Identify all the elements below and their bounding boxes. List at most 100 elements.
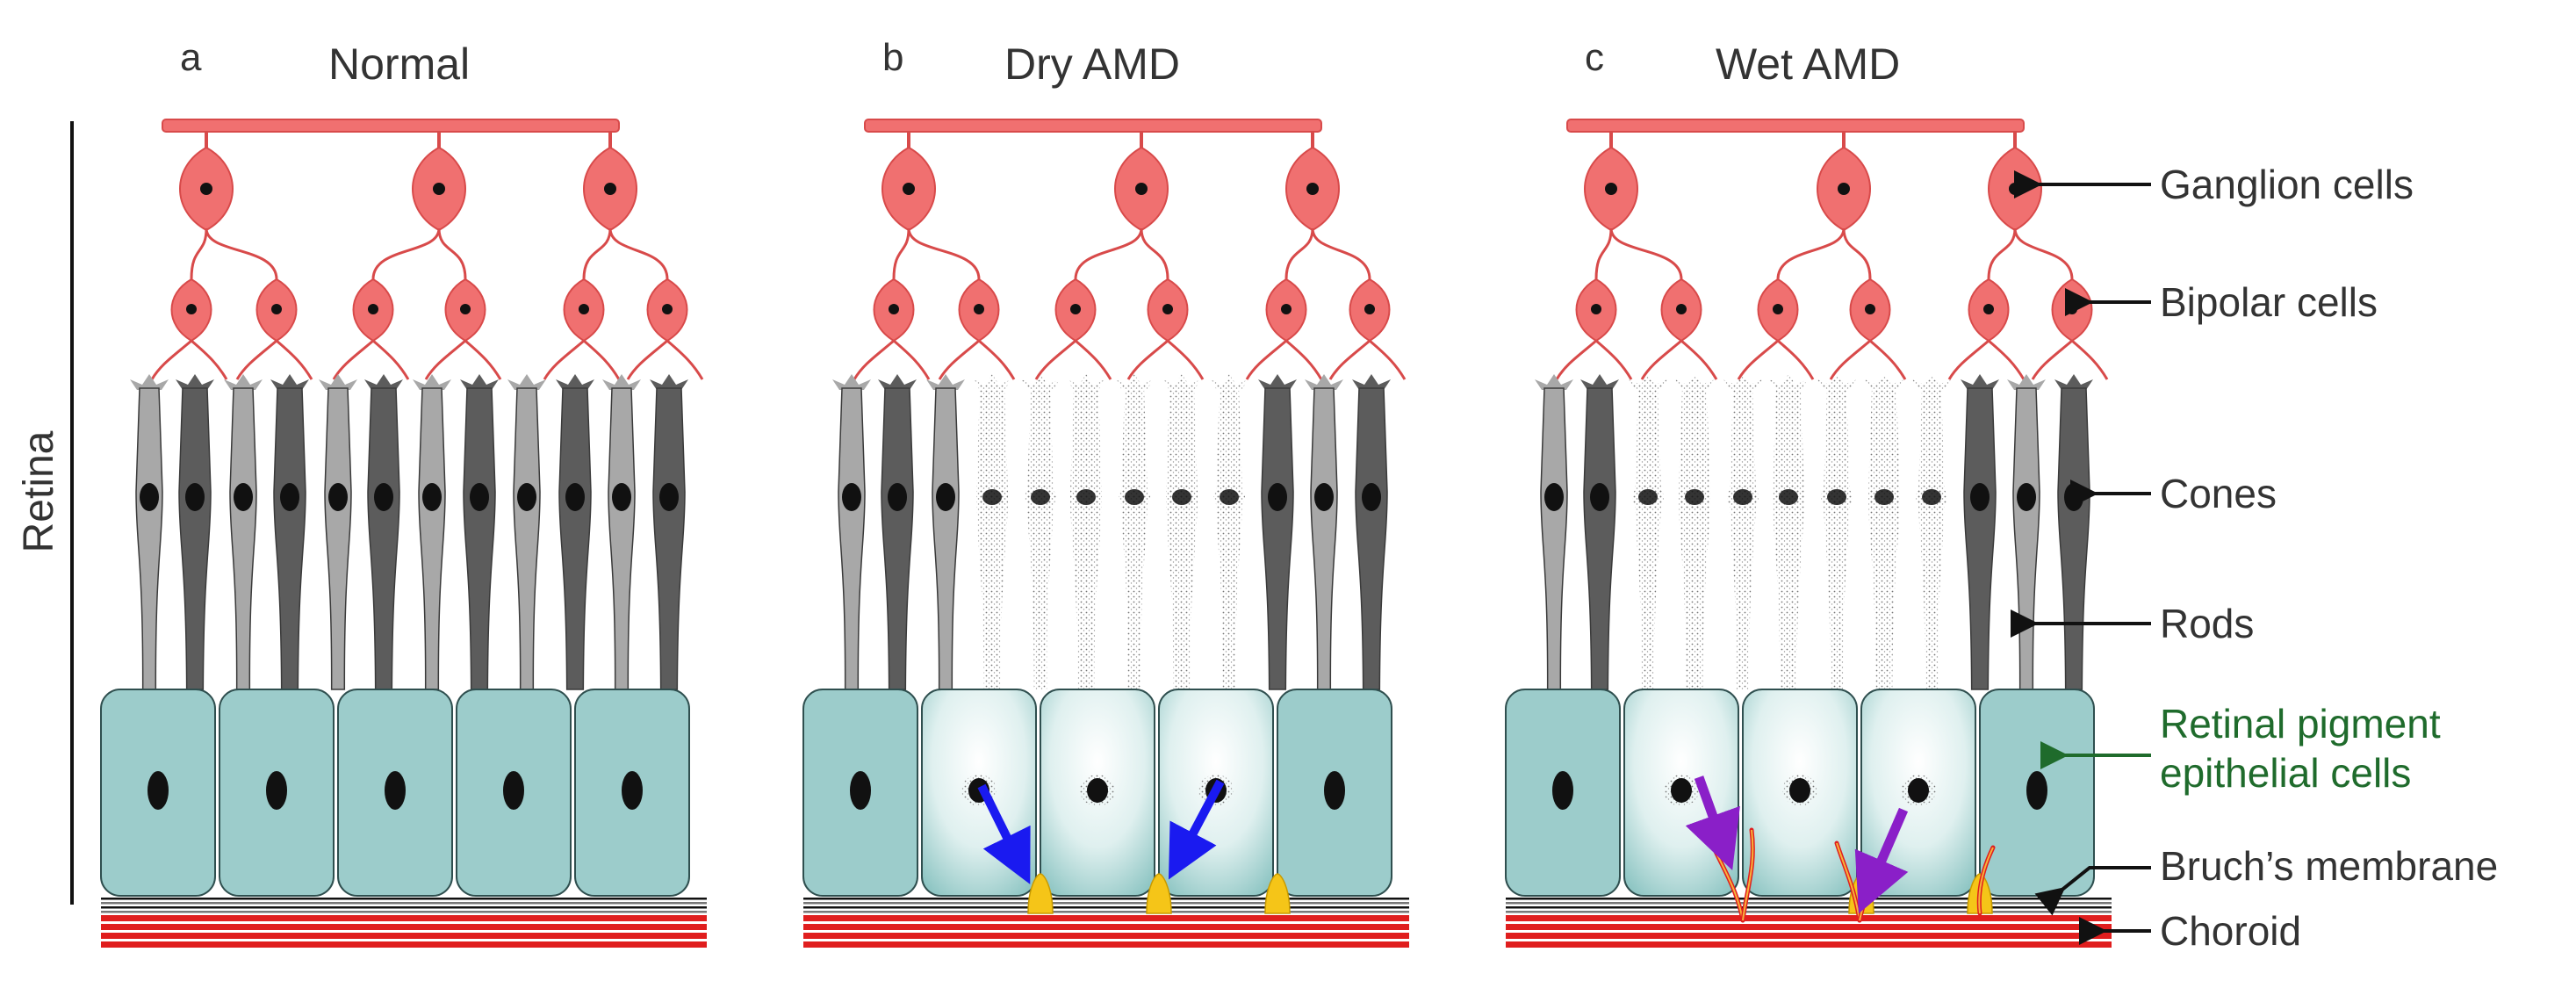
rod-cell xyxy=(1635,388,1661,689)
cone-terminal xyxy=(1675,374,1714,390)
panel-normal xyxy=(100,119,707,948)
rod-cell xyxy=(229,387,257,690)
degenerating-nucleus-core xyxy=(1125,489,1144,505)
rod-terminal xyxy=(413,374,451,390)
rod-cell xyxy=(1310,387,1338,690)
cone-cell xyxy=(2057,387,2090,690)
choroid-stripe xyxy=(803,915,1409,921)
neuron-fiber xyxy=(1074,227,1143,280)
neuron-fiber xyxy=(853,339,895,380)
cone-cell xyxy=(976,388,1008,689)
rod-terminal xyxy=(224,374,263,390)
neuron-fiber xyxy=(372,339,410,380)
neovessel-highlight xyxy=(1742,829,1754,921)
bipolar-nucleus xyxy=(1983,304,1994,314)
bruchs-membrane-stripe xyxy=(101,911,707,913)
rod-terminal xyxy=(507,374,546,390)
degenerating-nucleus-core xyxy=(1076,489,1096,505)
bruch-pointer xyxy=(2034,866,2151,916)
ganglion-nucleus xyxy=(1135,183,1148,195)
cone-cell xyxy=(1679,388,1710,689)
cone-nucleus xyxy=(374,483,393,511)
cone-nucleus xyxy=(1590,483,1609,511)
inner-limiting-bar xyxy=(1566,119,2025,133)
rpe-nucleus xyxy=(622,771,643,810)
cone-cell xyxy=(178,387,212,690)
cone-terminal xyxy=(460,374,499,390)
cone-cell xyxy=(1355,387,1388,690)
neuron-fiber xyxy=(907,227,981,280)
cone-cell xyxy=(1070,388,1102,689)
rod-cell xyxy=(1824,388,1850,689)
degenerating-nucleus-core xyxy=(1827,489,1846,505)
rpe-nucleus xyxy=(1671,778,1692,803)
cone-nucleus xyxy=(1362,483,1381,511)
rod-terminal xyxy=(1629,374,1667,390)
neuron-fiber xyxy=(1640,339,1682,380)
cone-terminal xyxy=(878,374,917,390)
cone-cell xyxy=(1963,387,1997,690)
cone-terminal xyxy=(176,374,214,390)
neuron-fiber xyxy=(583,339,621,380)
neuron-fiber xyxy=(893,339,931,380)
rod-cell xyxy=(608,387,636,690)
cone-cell xyxy=(881,387,914,690)
bipolar-nucleus xyxy=(1591,304,1601,314)
neuron-fiber xyxy=(1245,339,1287,380)
panel-c-header: c Wet AMD xyxy=(1585,36,1900,89)
rpe-nucleus xyxy=(2026,771,2047,810)
rod-nucleus xyxy=(842,483,861,511)
choroid-stripe xyxy=(803,941,1409,948)
neuron-fiber xyxy=(1842,227,1872,280)
wet-amd-arrow xyxy=(1854,807,1909,914)
bruchs-membrane-stripe xyxy=(1506,906,2112,909)
rpe-nucleus xyxy=(266,771,287,810)
rod-cell xyxy=(324,387,352,690)
cone-nucleus xyxy=(470,483,489,511)
rod-cell xyxy=(2012,387,2040,690)
rod-cell xyxy=(513,387,541,690)
cone-cell xyxy=(1773,388,1804,689)
neuron-fiber xyxy=(205,227,278,280)
bruchs-membrane-stripe xyxy=(803,898,1409,900)
bipolar-nucleus xyxy=(1162,304,1173,314)
cone-nucleus xyxy=(565,483,585,511)
degenerating-nucleus-core xyxy=(1733,489,1752,505)
cone-cell xyxy=(652,387,686,690)
rod-terminal xyxy=(2007,374,2046,390)
degenerating-nucleus-core xyxy=(1922,489,1941,505)
choroid-stripe xyxy=(1506,924,2112,930)
neuron-fiber xyxy=(1594,227,1613,280)
bruchs-membrane-stripe xyxy=(1506,902,2112,905)
neuron-fiber xyxy=(1328,339,1371,380)
panel-a-letter: a xyxy=(180,36,202,79)
bipolar-nucleus xyxy=(1364,304,1375,314)
panel-a-title: Normal xyxy=(328,40,470,89)
neuron-fiber xyxy=(332,339,374,380)
panel-c-letter: c xyxy=(1585,36,1604,79)
cone-cell xyxy=(1166,388,1198,689)
dry-amd-arrow xyxy=(1168,779,1225,880)
neuron-fiber xyxy=(235,339,277,380)
neuron-fiber xyxy=(978,339,1016,380)
bruchs-membrane-stripe xyxy=(101,902,707,905)
cone-terminal xyxy=(650,374,688,390)
neuron-fiber xyxy=(582,227,612,280)
cone-cell xyxy=(1583,387,1616,690)
rod-cell xyxy=(1730,388,1756,689)
choroid-stripe xyxy=(101,933,707,939)
ganglion-nucleus xyxy=(433,183,445,195)
rod-terminal xyxy=(1723,374,1762,390)
retina-label: Retina xyxy=(16,430,62,552)
rod-terminal xyxy=(319,374,357,390)
neuron-fiber xyxy=(150,339,192,380)
panel-b-title: Dry AMD xyxy=(1004,40,1180,89)
panel-b-header: b Dry AMD xyxy=(882,36,1180,89)
inner-limiting-bar xyxy=(864,119,1322,133)
cone-cell xyxy=(1261,387,1294,690)
rod-nucleus xyxy=(517,483,536,511)
neuron-fiber xyxy=(1126,339,1169,380)
bruchs-membrane-stripe xyxy=(803,906,1409,909)
ganglion-nucleus xyxy=(1838,183,1850,195)
